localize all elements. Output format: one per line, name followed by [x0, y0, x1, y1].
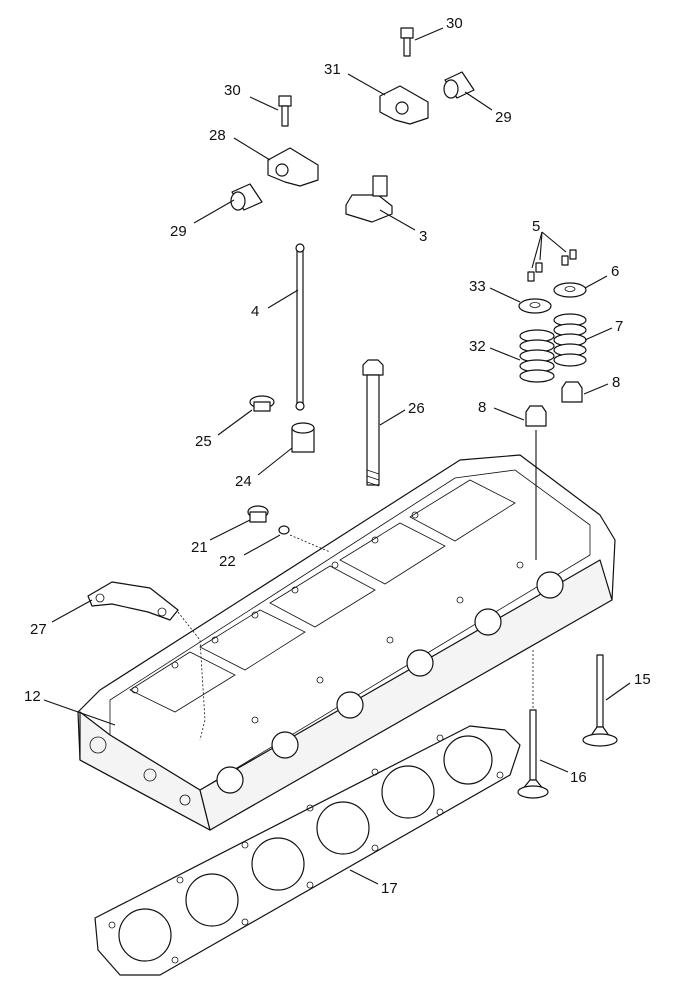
callout-labels: 30 31 29 30 28 29 3 5 6 33 7 4 32 8 8 26… — [24, 15, 651, 897]
valve-spring-32 — [519, 329, 555, 383]
rocker-shaft-29-upper — [443, 71, 475, 99]
bolt-30-upper — [400, 27, 414, 57]
callout-15: 15 — [634, 671, 651, 688]
rocker-shaft-29-lower — [230, 183, 263, 211]
plug-21 — [247, 505, 269, 523]
plug-25 — [249, 395, 275, 412]
valve-stem-seal-8a — [525, 405, 547, 427]
head-bolt — [362, 359, 384, 487]
valve-spring-7 — [553, 313, 587, 367]
callout-6: 6 — [611, 263, 619, 280]
leader-lines — [43, 27, 631, 885]
callout-8-right: 8 — [612, 374, 620, 391]
valve-collets — [527, 249, 577, 282]
callout-16: 16 — [570, 769, 587, 786]
head-gasket — [94, 725, 521, 976]
rocker-support — [345, 175, 393, 223]
callout-8-left: 8 — [478, 399, 486, 416]
callout-26: 26 — [408, 400, 425, 417]
callout-22: 22 — [219, 553, 236, 570]
callout-17: 17 — [381, 880, 398, 897]
callout-25: 25 — [195, 433, 212, 450]
lifting-eye-27 — [87, 581, 179, 621]
callout-31: 31 — [324, 61, 341, 78]
callout-30-lower: 30 — [224, 82, 241, 99]
push-rod — [295, 243, 305, 411]
spring-cap-6 — [553, 282, 587, 298]
callout-32: 32 — [469, 338, 486, 355]
valve-15 — [582, 654, 618, 747]
callout-12: 12 — [24, 688, 41, 705]
callout-33: 33 — [469, 278, 486, 295]
rocker-arm-31 — [379, 85, 429, 125]
callout-28: 28 — [209, 127, 226, 144]
sleeve-24 — [291, 422, 315, 453]
callout-4: 4 — [251, 303, 259, 320]
callout-5: 5 — [532, 218, 540, 235]
callout-7: 7 — [615, 318, 623, 335]
callout-21: 21 — [191, 539, 208, 556]
cylinder-head — [77, 454, 616, 831]
callout-29-upper: 29 — [495, 109, 512, 126]
callout-27: 27 — [30, 621, 47, 638]
bolt-30-lower — [278, 95, 292, 127]
callout-29-lower: 29 — [170, 223, 187, 240]
valve-16 — [517, 709, 549, 799]
callout-30-upper: 30 — [446, 15, 463, 32]
o-ring-22 — [278, 525, 290, 535]
callout-3: 3 — [419, 228, 427, 245]
rocker-arm-28 — [267, 147, 319, 187]
callout-24: 24 — [235, 473, 252, 490]
spring-cap-33 — [518, 298, 552, 314]
assembly-guide-lines — [177, 430, 537, 741]
valve-stem-seal-8b — [561, 381, 583, 403]
